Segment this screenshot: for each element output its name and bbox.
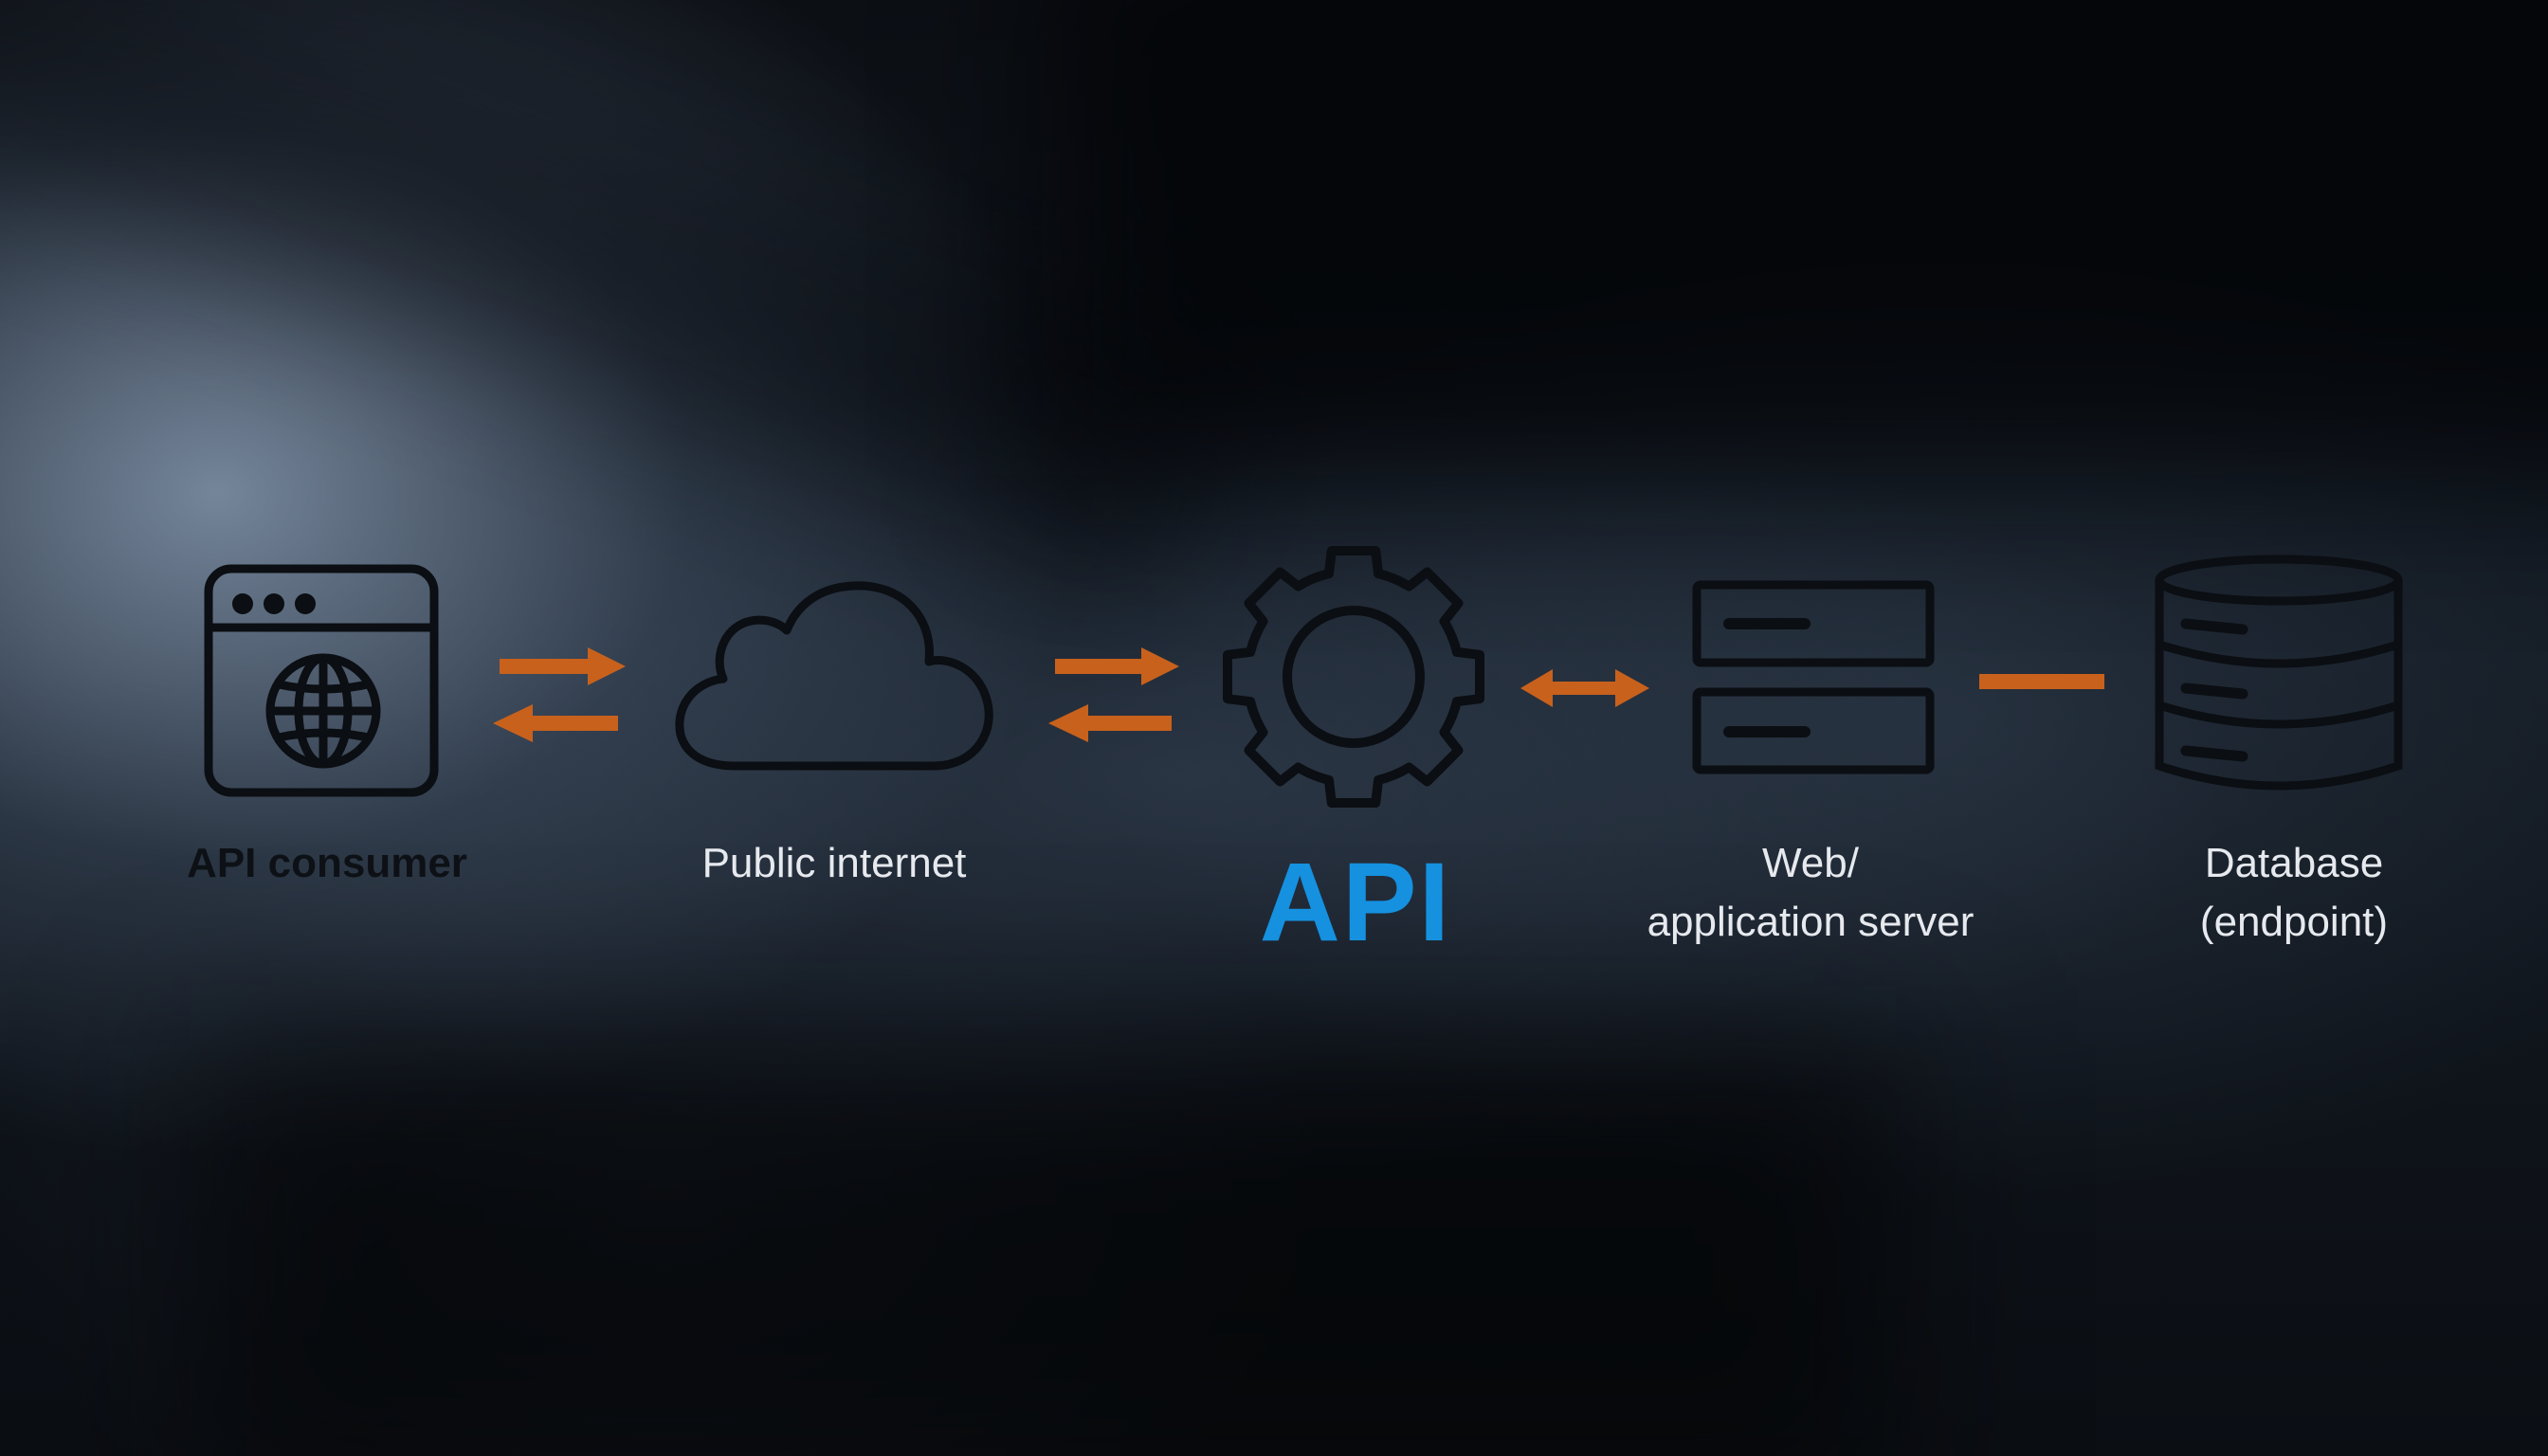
public-internet-label: Public internet (701, 840, 967, 886)
two-way-arrows-icon (1048, 647, 1179, 742)
cloud-icon (675, 581, 993, 771)
database-row-marks-icon (2180, 618, 2248, 762)
server-icon (1692, 580, 1935, 774)
api-label: API (1259, 840, 1452, 965)
browser-globe-icon (204, 564, 439, 797)
database-icon (2155, 555, 2403, 791)
api-consumer-label: API consumer (187, 840, 467, 886)
double-headed-arrow-icon (1520, 669, 1649, 707)
web-application-server-label: Web/ application server (1647, 840, 1975, 945)
server-slot-icon (1723, 618, 1811, 737)
gear-icon (1223, 546, 1484, 808)
two-way-arrows-icon (493, 647, 626, 742)
database-label: Database (endpoint) (2199, 840, 2389, 945)
window-dots-icon (232, 593, 316, 614)
